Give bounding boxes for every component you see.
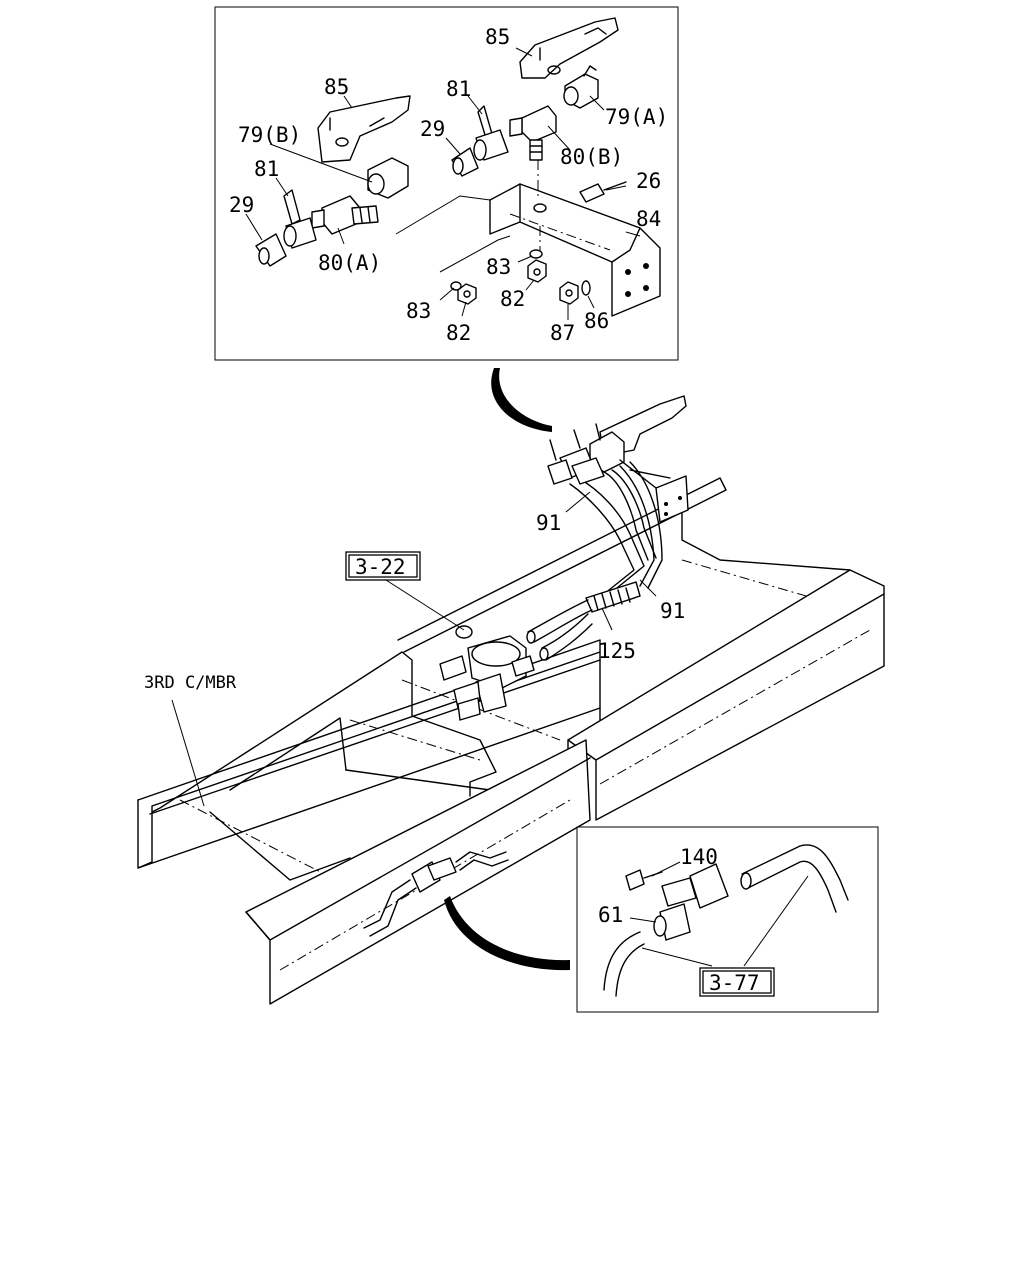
drain-cock-lower	[363, 851, 509, 937]
cock-79b	[367, 157, 409, 199]
cock-79a	[563, 65, 599, 109]
washer-83-mid	[529, 249, 543, 259]
label-82-left: 82	[446, 321, 471, 345]
label-26: 26	[636, 169, 661, 193]
bracket-85-left	[317, 95, 411, 163]
ref-3-77-text: 3-77	[709, 971, 760, 995]
pointer-arrow-bottom	[444, 896, 570, 971]
label-29-upper: 29	[420, 117, 445, 141]
label-80b: 80(B)	[560, 145, 623, 169]
cross-member-3rd	[151, 651, 561, 881]
pipes-91	[569, 461, 663, 601]
label-125: 125	[598, 639, 636, 663]
detail-box-top	[214, 6, 679, 361]
nut-82-left	[457, 283, 477, 305]
frame-bracket-84	[489, 183, 661, 317]
detail-box-bottom	[576, 826, 879, 1013]
frame-rail-rear	[397, 477, 851, 653]
lever-81-left	[283, 189, 317, 249]
nut-82-mid	[527, 259, 547, 283]
label-85-upper: 85	[485, 25, 510, 49]
label-83-mid: 83	[486, 255, 511, 279]
tee-80a	[311, 195, 379, 235]
ref-box-3-77[interactable]: 3-77	[699, 967, 775, 997]
label-91-left: 91	[536, 511, 561, 535]
label-91-right: 91	[660, 599, 685, 623]
hose-125	[526, 581, 641, 661]
elbow-29-left	[255, 233, 287, 267]
ref-box-3-22[interactable]: 3-22	[345, 551, 421, 581]
frame-rail-main	[137, 639, 601, 869]
brake-valve-assembly	[439, 625, 535, 721]
frame-rail-right	[567, 569, 885, 821]
label-87: 87	[550, 321, 575, 345]
label-140: 140	[680, 845, 718, 869]
ref-3-22-text: 3-22	[355, 555, 406, 579]
label-84: 84	[636, 207, 661, 231]
label-81-left: 81	[254, 157, 279, 181]
label-85-left: 85	[324, 75, 349, 99]
label-79b: 79(B)	[238, 123, 301, 147]
bolt-26	[579, 181, 627, 203]
washer-86	[581, 280, 591, 296]
pointer-arrow-top	[491, 368, 552, 432]
label-61: 61	[598, 903, 623, 927]
label-82-mid: 82	[500, 287, 525, 311]
label-86: 86	[584, 309, 609, 333]
label-29-left: 29	[229, 193, 254, 217]
lever-81-upper	[473, 105, 509, 161]
detail-bottom-parts	[603, 844, 849, 997]
tee-80b	[509, 105, 557, 161]
elbow-29-upper	[451, 147, 479, 177]
label-80a: 80(A)	[318, 251, 381, 275]
label-79a: 79(A)	[605, 105, 668, 129]
label-3rd-cross-member: 3RD C/MBR	[144, 673, 237, 693]
nut-87	[559, 281, 579, 305]
cock-assembly-main	[547, 395, 689, 523]
bracket-85-upper	[519, 17, 619, 79]
label-81-upper: 81	[446, 77, 471, 101]
label-83-left: 83	[406, 299, 431, 323]
